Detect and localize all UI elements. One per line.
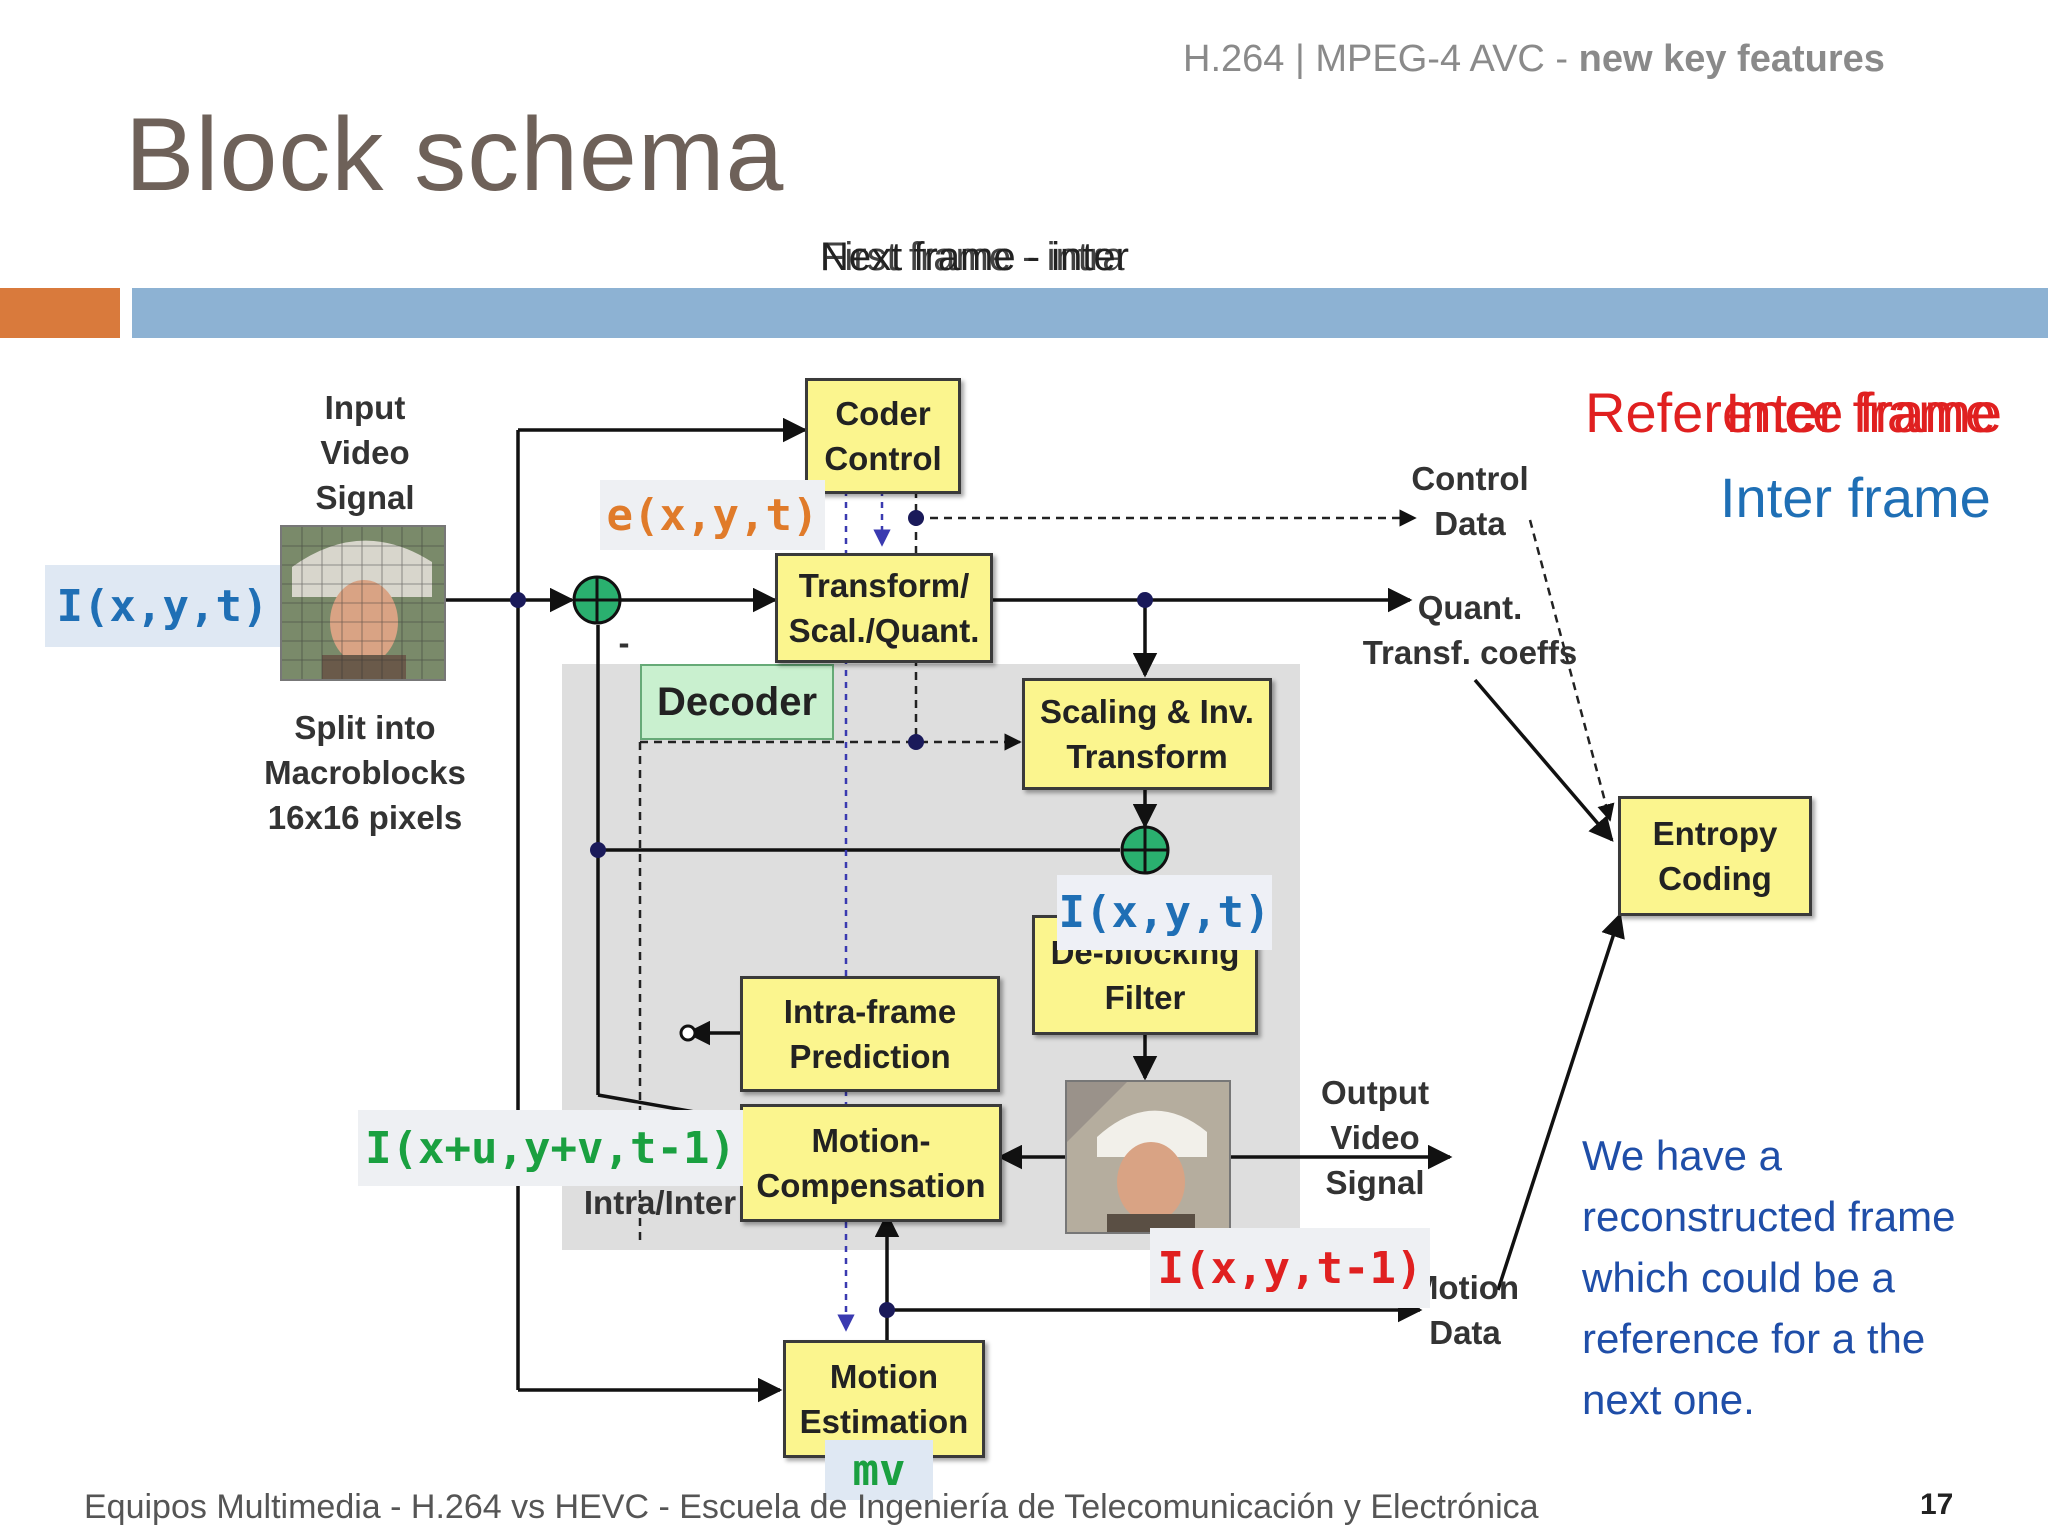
block-label: Scal./Quant.	[788, 612, 980, 649]
section-header-bold: new key features	[1578, 38, 1885, 80]
note-line: which could be a	[1582, 1254, 1895, 1301]
transform-block: Transform/Scal./Quant.	[775, 553, 993, 663]
overlapping-caption: Next frame - inter First frame - intra	[820, 235, 1200, 285]
split-macroblocks-label: Split into Macroblocks 16x16 pixels	[255, 705, 475, 840]
adder-icon	[572, 575, 622, 625]
caption-first-frame: First frame - intra	[820, 235, 1125, 279]
block-label: Control	[824, 440, 942, 477]
inter-frame-label: Inter frame	[1720, 466, 1991, 529]
section-header: H.264 | MPEG-4 AVC - new key features	[1183, 38, 1885, 81]
label-line: Quant.	[1417, 589, 1523, 626]
intra-inter-label: Intra/Inter	[583, 1184, 737, 1221]
quant-coeffs-label: Quant. Transf. coeffs	[1360, 585, 1580, 675]
block-label: Compensation	[756, 1167, 986, 1204]
input-frame-thumbnail	[280, 525, 446, 681]
inter-frame-red-label: Inter frame	[1725, 381, 1996, 444]
caption-next-frame: Next frame - inter	[820, 235, 1129, 279]
output-frame-thumbnail	[1065, 1080, 1231, 1234]
label-line: Output	[1320, 1074, 1430, 1111]
accent-bar-blue	[132, 288, 2048, 338]
block-label: Transform/	[798, 567, 970, 604]
error-signal-annotation: e(x,y,t)	[600, 480, 825, 550]
label-line: 16x16 pixels	[267, 799, 463, 836]
decoder-tag: Decoder	[640, 664, 834, 740]
scaling-inverse-block: Scaling & Inv. Transform	[1022, 678, 1272, 790]
minus-sign: -	[618, 624, 630, 661]
slide-title: Block schema	[125, 97, 785, 213]
previous-frame-annotation: I(x,y,t-1)	[1150, 1228, 1430, 1308]
adder-icon	[1120, 825, 1170, 875]
note-line: reference for a the	[1582, 1315, 1926, 1362]
label-line: Signal	[1325, 1164, 1425, 1201]
explanation-note: We have a reconstructed frame which coul…	[1582, 1125, 2022, 1430]
block-label: Filter	[1104, 979, 1186, 1016]
label-line: Macroblocks	[264, 754, 466, 791]
label-line: Control	[1411, 460, 1529, 497]
block-label: Estimation	[799, 1403, 969, 1440]
block-label: Prediction	[789, 1038, 951, 1075]
label-line: Video	[320, 434, 410, 471]
label-line: Video	[1330, 1119, 1420, 1156]
note-line: reconstructed frame	[1582, 1193, 1956, 1240]
label-line: Data	[1429, 1314, 1501, 1351]
control-data-label: Control Data	[1400, 456, 1540, 546]
reference-frame-label: Reference frame	[1585, 381, 2003, 444]
label-line: Split into	[294, 709, 436, 746]
label-line: Data	[1434, 505, 1506, 542]
block-label: Entropy	[1652, 815, 1778, 852]
overlapping-frame-label: Reference frame Inter frame	[1585, 380, 2035, 444]
label-line: Input	[324, 389, 406, 426]
note-line: We have a	[1582, 1132, 1783, 1179]
input-video-label: Input Video Signal	[300, 385, 430, 520]
accent-bar-orange	[0, 288, 120, 338]
block-label: Motion	[829, 1358, 939, 1395]
label-line: Transf. coeffs	[1362, 634, 1578, 671]
label-line: Signal	[315, 479, 415, 516]
motion-vector-annotation: mv	[825, 1440, 933, 1500]
section-header-plain: H.264 | MPEG-4 AVC -	[1183, 38, 1579, 80]
reconstructed-signal-annotation: I(x,y,t)	[1057, 875, 1272, 950]
block-label: Intra-frame	[783, 993, 957, 1030]
input-signal-annotation: I(x,y,t)	[45, 565, 280, 647]
block-label: Transform	[1066, 738, 1228, 775]
output-video-label: Output Video Signal	[1310, 1070, 1440, 1205]
block-label: Scaling & Inv.	[1040, 693, 1254, 730]
note-line: next one.	[1582, 1376, 1755, 1423]
predicted-signal-annotation: I(x+u,y+v,t-1)	[358, 1110, 743, 1186]
footer-text: Equipos Multimedia - H.264 vs HEVC - Esc…	[84, 1488, 1539, 1526]
block-label: Coding	[1658, 860, 1772, 897]
block-label: Coder	[835, 395, 931, 432]
block-label: Motion-	[811, 1122, 931, 1159]
motion-compensation-block: Motion- Compensation	[740, 1104, 1002, 1222]
page-number: 17	[1920, 1488, 1954, 1521]
